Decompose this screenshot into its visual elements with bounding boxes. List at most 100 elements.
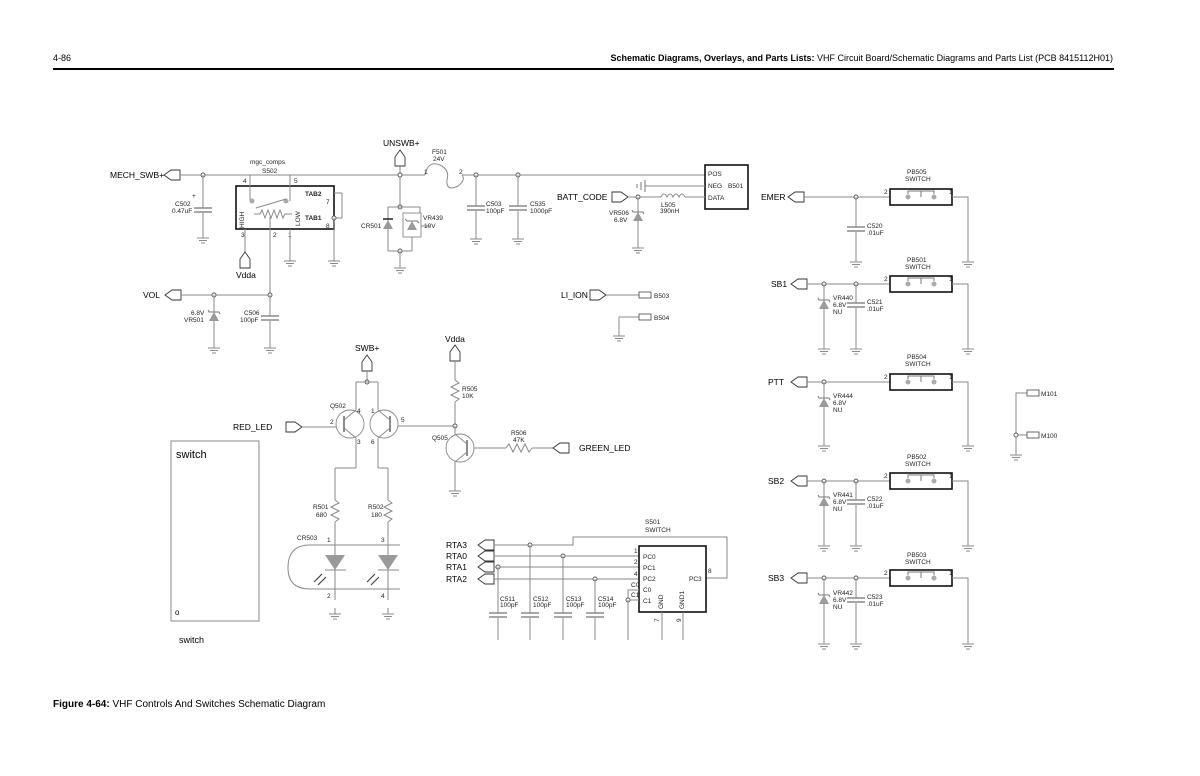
sb3-port <box>790 572 808 584</box>
q502-pin2: 2 <box>330 419 334 426</box>
vdda-port <box>449 344 461 362</box>
batt-code-port <box>611 191 629 203</box>
s501-name: S501 <box>645 519 661 526</box>
b501-name: B501 <box>728 183 744 190</box>
c521-name: C521 <box>867 299 883 306</box>
s502-tab2: TAB2 <box>305 191 322 198</box>
r505-value: 10K <box>462 393 474 400</box>
s501-pin2: 2 <box>634 559 638 566</box>
s501-box <box>638 545 707 613</box>
mech-swb-port <box>163 169 181 181</box>
r502-value: 180 <box>371 512 382 519</box>
s502-desc: mgc_comps <box>250 159 286 166</box>
s501-c0-ext: C0 <box>631 582 640 589</box>
s501-pc1: PC1 <box>643 565 656 572</box>
c506-value: 100pF <box>240 317 258 324</box>
ground-icon <box>961 439 975 452</box>
vr441-name: VR441 <box>833 492 853 499</box>
net-sb2: SB2 <box>768 476 784 486</box>
c502-value: 0.47uF <box>172 208 192 215</box>
vr442-zener <box>817 592 831 605</box>
r506-name: R506 <box>511 430 527 437</box>
pb504-pin1: 1 <box>949 374 953 381</box>
rta1-port <box>477 561 495 573</box>
vr439-value: 10V <box>424 223 436 230</box>
r501-name: R501 <box>313 504 329 511</box>
s502-pin2: 2 <box>273 232 277 239</box>
c513-name: C513 <box>566 596 582 603</box>
s501-pc0: PC0 <box>643 554 656 561</box>
c502-plus: + <box>192 193 196 200</box>
cr503-pin1: 1 <box>327 537 331 544</box>
li-ion-port <box>589 289 607 301</box>
ground-icon <box>849 255 863 268</box>
s502-pin7: 7 <box>326 199 330 206</box>
ground-icon <box>328 607 342 620</box>
pb501-name: PB501 <box>907 257 927 264</box>
red-led-port <box>285 421 303 433</box>
header-title-rest: VHF Circuit Board/Schematic Diagrams and… <box>814 53 1113 63</box>
vr442-name: VR442 <box>833 590 853 597</box>
net-li-ion: LI_ION <box>561 290 588 300</box>
mech-swb-section: MECH_SWB+ + C502 0.47uF mgc_comps S502 4… <box>110 159 425 295</box>
s502-box <box>235 185 335 230</box>
ground-icon <box>961 637 975 650</box>
q502-name: Q502 <box>330 403 346 410</box>
b504-name: B504 <box>654 315 670 322</box>
c520-cap <box>846 226 866 232</box>
s501-pin4: 4 <box>634 571 638 578</box>
rta2-port <box>477 573 495 585</box>
page-header-title: Schematic Diagrams, Overlays, and Parts … <box>610 53 1113 63</box>
s501-pin8: 8 <box>708 568 712 575</box>
c514-name: C514 <box>598 596 614 603</box>
vr501-zener <box>207 309 221 322</box>
s502-tab1: TAB1 <box>305 215 322 222</box>
c512-name: C512 <box>533 596 549 603</box>
pb501-switch <box>889 275 953 293</box>
li-ion-section: LI_ION B503 B504 <box>561 289 670 342</box>
vr441-value: 6.8V <box>833 499 847 506</box>
r501-value: 680 <box>316 512 327 519</box>
q502-pin6: 6 <box>371 439 375 446</box>
c512-value: 100pF <box>533 602 551 609</box>
pb503-pin1: 1 <box>949 570 953 577</box>
sb2-port <box>790 475 808 487</box>
ground-icon <box>511 232 525 245</box>
pb504-switch <box>889 373 953 391</box>
vr444-note: NU <box>833 407 843 414</box>
ground-icon <box>631 241 645 254</box>
c522-cap <box>846 499 866 505</box>
s502-pin4: 4 <box>243 178 247 185</box>
led-driver-section: SWB+ RED_LED Q502 2 4 3 1 5 6 Vdda <box>233 334 631 620</box>
ground-icon <box>961 342 975 355</box>
c521-value: .01uF <box>867 306 884 313</box>
vr440-zener <box>817 297 831 310</box>
s502-pin8: 8 <box>326 223 330 230</box>
vr501-name: VR501 <box>184 317 204 324</box>
vr444-zener <box>817 395 831 408</box>
c523-value: .01uF <box>867 601 884 608</box>
pb505-name: PB505 <box>907 169 927 176</box>
cr503-name: CR503 <box>297 535 318 542</box>
s501-pin9: 9 <box>676 618 683 622</box>
q502-pin5: 5 <box>401 417 405 424</box>
pb503-desc: SWITCH <box>905 559 931 566</box>
c506-cap <box>260 315 280 321</box>
r505-name: R505 <box>462 386 478 393</box>
q502b-transistor <box>369 409 399 439</box>
q502-pin4: 4 <box>357 408 361 415</box>
net-emer: EMER <box>761 192 786 202</box>
f501-pin1: 1 <box>424 169 428 176</box>
s501-gnd1: GND1 <box>679 591 686 609</box>
led-red-icon <box>325 555 345 570</box>
net-rta0: RTA0 <box>446 551 467 561</box>
m100-name: M100 <box>1041 433 1058 440</box>
q502-pin1: 1 <box>371 408 375 415</box>
ground-icon <box>961 539 975 552</box>
s502-name: S502 <box>262 168 278 175</box>
battery-section: F501 24V 1 2 C503 100pF C535 1000pF POS … <box>424 149 749 254</box>
vr440-note: NU <box>833 309 843 316</box>
switch-placeholder: switch o switch <box>170 440 260 645</box>
q502-pin3: 3 <box>357 439 361 446</box>
